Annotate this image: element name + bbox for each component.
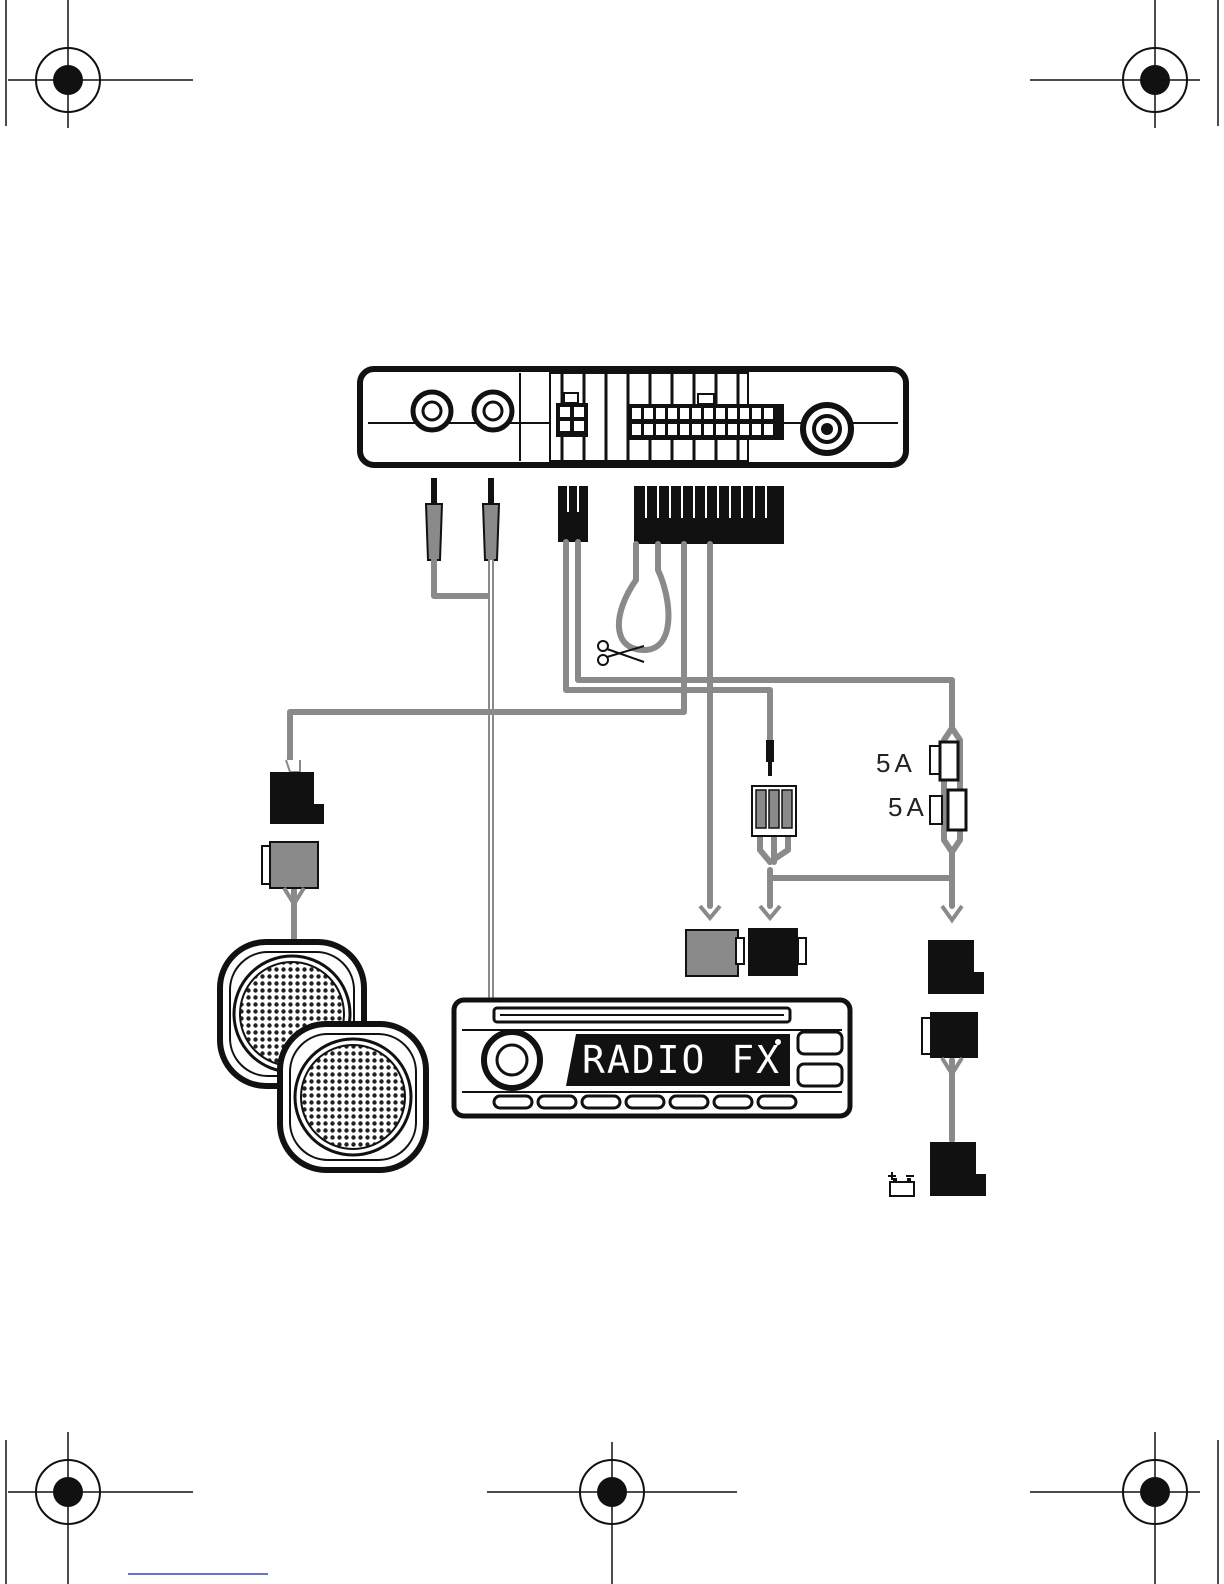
splitter-block [752,786,796,836]
crosshair-icon [487,1442,737,1584]
mini-jack-plug [766,740,774,776]
battery-icon [888,1172,914,1196]
fuse-holder-2 [930,790,966,830]
power-plug [558,486,588,542]
speaker-connector-female [262,842,318,904]
fuse-label-1: 5A [876,748,916,778]
crosshair-icon [1030,1432,1200,1584]
speaker-front [280,1024,426,1170]
fuse-holder-1 [930,742,958,780]
crosshair-icon [8,1432,193,1584]
rca-jack-left [413,392,451,430]
radio-display: RADIO FX [566,1034,790,1086]
car-radio: RADIO FX [454,1000,850,1116]
scissors-icon [598,641,644,665]
radio-display-text: RADIO FX [582,1038,781,1082]
multipin-plug [634,486,784,544]
preset-buttons [494,1096,796,1108]
fuse-label-2: 5A [888,792,928,822]
rca-plug-left [426,478,442,560]
battery-connector [930,1142,986,1196]
crop-marks [6,0,1218,1584]
radio-speaker-connector [686,906,744,976]
car-power-connector-male [928,906,984,994]
radio-side-button-bottom [798,1064,842,1086]
volume-knob [484,1032,540,1088]
radio-side-button-top [798,1032,842,1054]
crosshair-icon [1030,0,1200,128]
radio-power-connector [748,906,806,976]
speaker-connector-male [270,760,324,824]
antenna-jack [803,405,851,453]
rca-plug-right [483,478,499,560]
module-unit [360,369,906,465]
crosshair-icon [8,0,193,128]
rca-jack-right [474,392,512,430]
